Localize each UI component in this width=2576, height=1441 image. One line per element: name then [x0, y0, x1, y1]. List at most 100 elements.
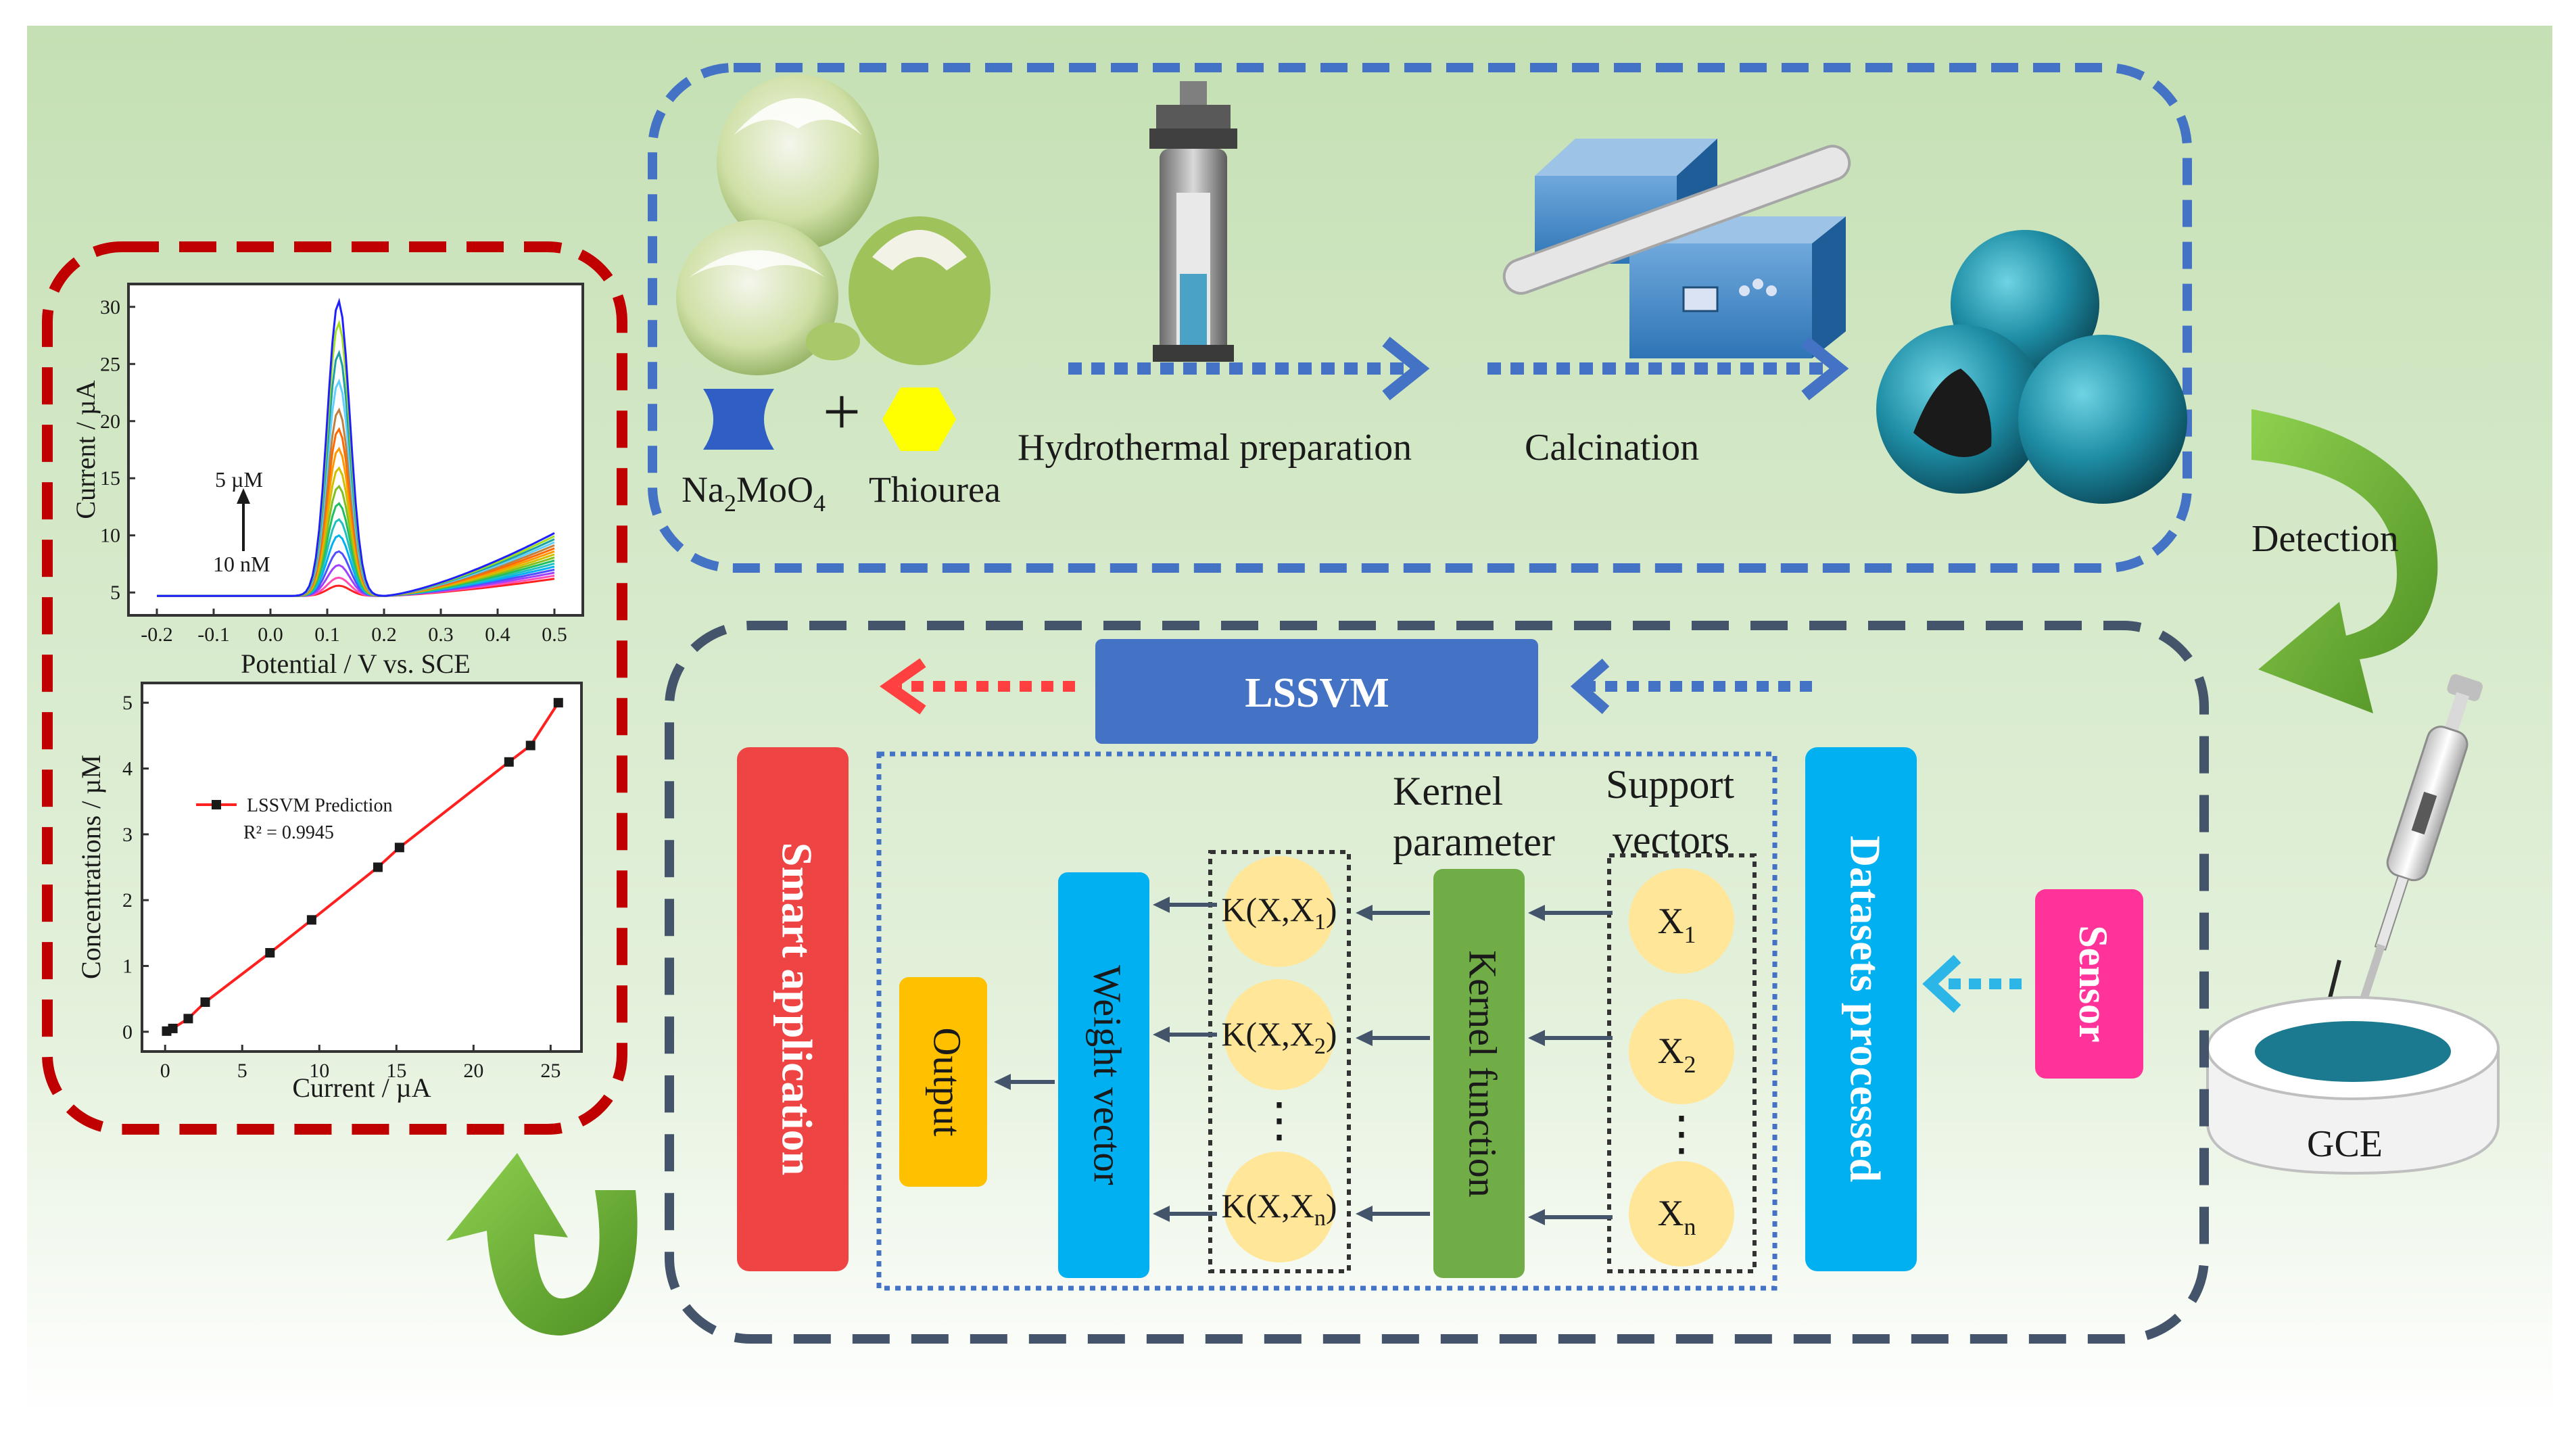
calibration-data-point: [553, 698, 563, 708]
dpv-ytick-label: 25: [100, 353, 120, 375]
calibration-data-point: [504, 757, 514, 767]
support-vectors-label: Support vectors: [1606, 762, 1744, 862]
model-panel-border: [665, 621, 2209, 1344]
support-vector-2: X2: [1629, 999, 1734, 1104]
support-vector-ellipsis: ⋮: [1658, 1108, 1705, 1160]
dpv-xtick-label: 0.3: [428, 623, 454, 646]
thiourea-label: Thiourea: [869, 469, 1001, 510]
lssvm-network-frame: [876, 751, 1778, 1291]
synthesis-panel-border: [648, 63, 2192, 573]
feedback-curved-arrow: [446, 1153, 638, 1336]
calibration-ytick-label: 0: [122, 1021, 133, 1043]
dpv-ytick-label: 10: [100, 525, 120, 547]
calibration-data-point: [183, 1014, 193, 1024]
calibration-legend-label: LSSVM Prediction: [247, 795, 392, 816]
na2moo4-label: Na2MoO4: [682, 469, 826, 517]
dpv-ytick-label: 5: [110, 582, 120, 604]
tube-furnace-illustration: [1502, 139, 1851, 358]
dpv-xtick-label: 0.0: [258, 623, 283, 646]
calibration-xtick-label: 15: [386, 1060, 406, 1082]
lssvm-box: [1095, 639, 1538, 744]
calibration-data-point: [525, 740, 535, 751]
calibration-data-point: [265, 948, 275, 958]
pomelo-peel-illustration: [676, 74, 991, 375]
weight-vector-box: [1058, 872, 1149, 1278]
calibration-xtick-label: 0: [160, 1060, 170, 1082]
calibration-xtick-label: 5: [237, 1060, 247, 1082]
sensor-label: Sensor: [2071, 925, 2116, 1042]
dpv-xtick-label: -0.2: [141, 623, 173, 646]
kernel-node-2: K(X,X2): [1221, 979, 1337, 1090]
hydrothermal-autoclave-illustration: [1149, 81, 1237, 362]
kernel-node-1: K(X,X1): [1221, 856, 1337, 967]
flow-arrow-calcination: [1487, 336, 1849, 401]
svg-text:K(X,Xn): K(X,Xn): [1221, 1187, 1337, 1231]
calibration-xtick-label: 25: [540, 1060, 560, 1082]
plus-sign: +: [823, 374, 861, 449]
dpv-xlabel: Potential / V vs. SCE: [241, 648, 471, 679]
sensor-box: [2035, 889, 2143, 1079]
kernel-node-ellipsis: ⋮: [1256, 1095, 1303, 1147]
kernel-parameter-label: Kernel parameter: [1393, 769, 1555, 864]
calibration-ytick-label: 1: [122, 955, 133, 977]
arrow-out-of-lssvm: [880, 658, 1075, 715]
dpv-ytick-label: 30: [100, 296, 120, 318]
calibration-ytick-label: 3: [122, 824, 133, 846]
hydrothermal-label: Hydrothermal preparation: [1018, 427, 1412, 469]
calibration-data-point: [373, 862, 383, 872]
datasets-processed-label: Datasets processed: [1841, 836, 1889, 1183]
dpv-ytick-label: 15: [100, 467, 120, 490]
dpv-series-line: [157, 298, 555, 597]
arrows-kernel-to-weight: [1153, 897, 1217, 1222]
flow-arrow-hydrothermal: [1068, 336, 1430, 401]
dpv-xtick-label: 0.4: [485, 623, 510, 646]
dpv-annotation-top: 5 µM: [215, 467, 263, 492]
datasets-processed-box: [1805, 747, 1917, 1271]
arrow-into-lssvm: [1570, 658, 1812, 715]
weight-vector-label: Weight vector: [1086, 965, 1130, 1185]
detection-curved-arrow: [2251, 409, 2438, 713]
calibration-data-point: [200, 997, 210, 1008]
calibration-ylabel: Concentrations / µM: [76, 755, 106, 979]
svg-text:K(X,X1): K(X,X1): [1221, 891, 1337, 935]
svg-text:X2: X2: [1658, 1031, 1696, 1078]
arrows-support-to-function: [1528, 905, 1613, 1225]
output-label: Output: [926, 1027, 970, 1136]
calcination-label: Calcination: [1525, 427, 1699, 469]
gce-label: GCE: [2307, 1123, 2383, 1165]
hollow-nanosphere-illustration: [1876, 230, 2187, 504]
calibration-r2: R² = 0.9945: [243, 822, 334, 843]
arrow-weight-to-output-head: [994, 1074, 1011, 1090]
calibration-legend-marker: [212, 800, 221, 809]
calibration-plot-frame: [141, 682, 583, 1053]
kernel-node-n: K(X,Xn): [1221, 1152, 1337, 1262]
support-vector-n: Xn: [1629, 1161, 1734, 1267]
calibration-ytick-label: 5: [122, 692, 133, 714]
kernel-function-box: [1433, 869, 1525, 1278]
detection-label: Detection: [2251, 518, 2399, 560]
arrows-function-to-kernel: [1356, 905, 1430, 1222]
output-box: [899, 977, 987, 1187]
support-vector-1: X1: [1629, 868, 1734, 974]
calibration-data-point: [306, 915, 316, 925]
dpv-annotation-bottom: 10 nM: [213, 552, 270, 576]
smart-application-label: Smart application: [773, 843, 821, 1175]
calibration-xlabel: Current / µA: [292, 1072, 431, 1103]
dpv-xtick-label: -0.1: [197, 623, 230, 646]
thiourea-hexagon-icon: [882, 387, 956, 451]
smart-application-box: [737, 747, 849, 1271]
kernel-function-label: Kernel function: [1461, 950, 1505, 1198]
calibration-data-point: [394, 843, 404, 853]
gce-electrode-illustration: [2206, 996, 2500, 1175]
kernel-node-column: [1208, 850, 1351, 1273]
na2moo4-bowtie-icon: [703, 389, 774, 450]
svg-text:Xn: Xn: [1658, 1193, 1696, 1240]
arrow-sensor-to-datasets: [1922, 955, 2022, 1013]
dpv-ytick-label: 20: [100, 410, 120, 433]
dpv-increase-arrow-head: [237, 488, 250, 504]
dpv-xtick-label: 0.1: [314, 623, 340, 646]
calibration-data-point: [168, 1023, 178, 1033]
